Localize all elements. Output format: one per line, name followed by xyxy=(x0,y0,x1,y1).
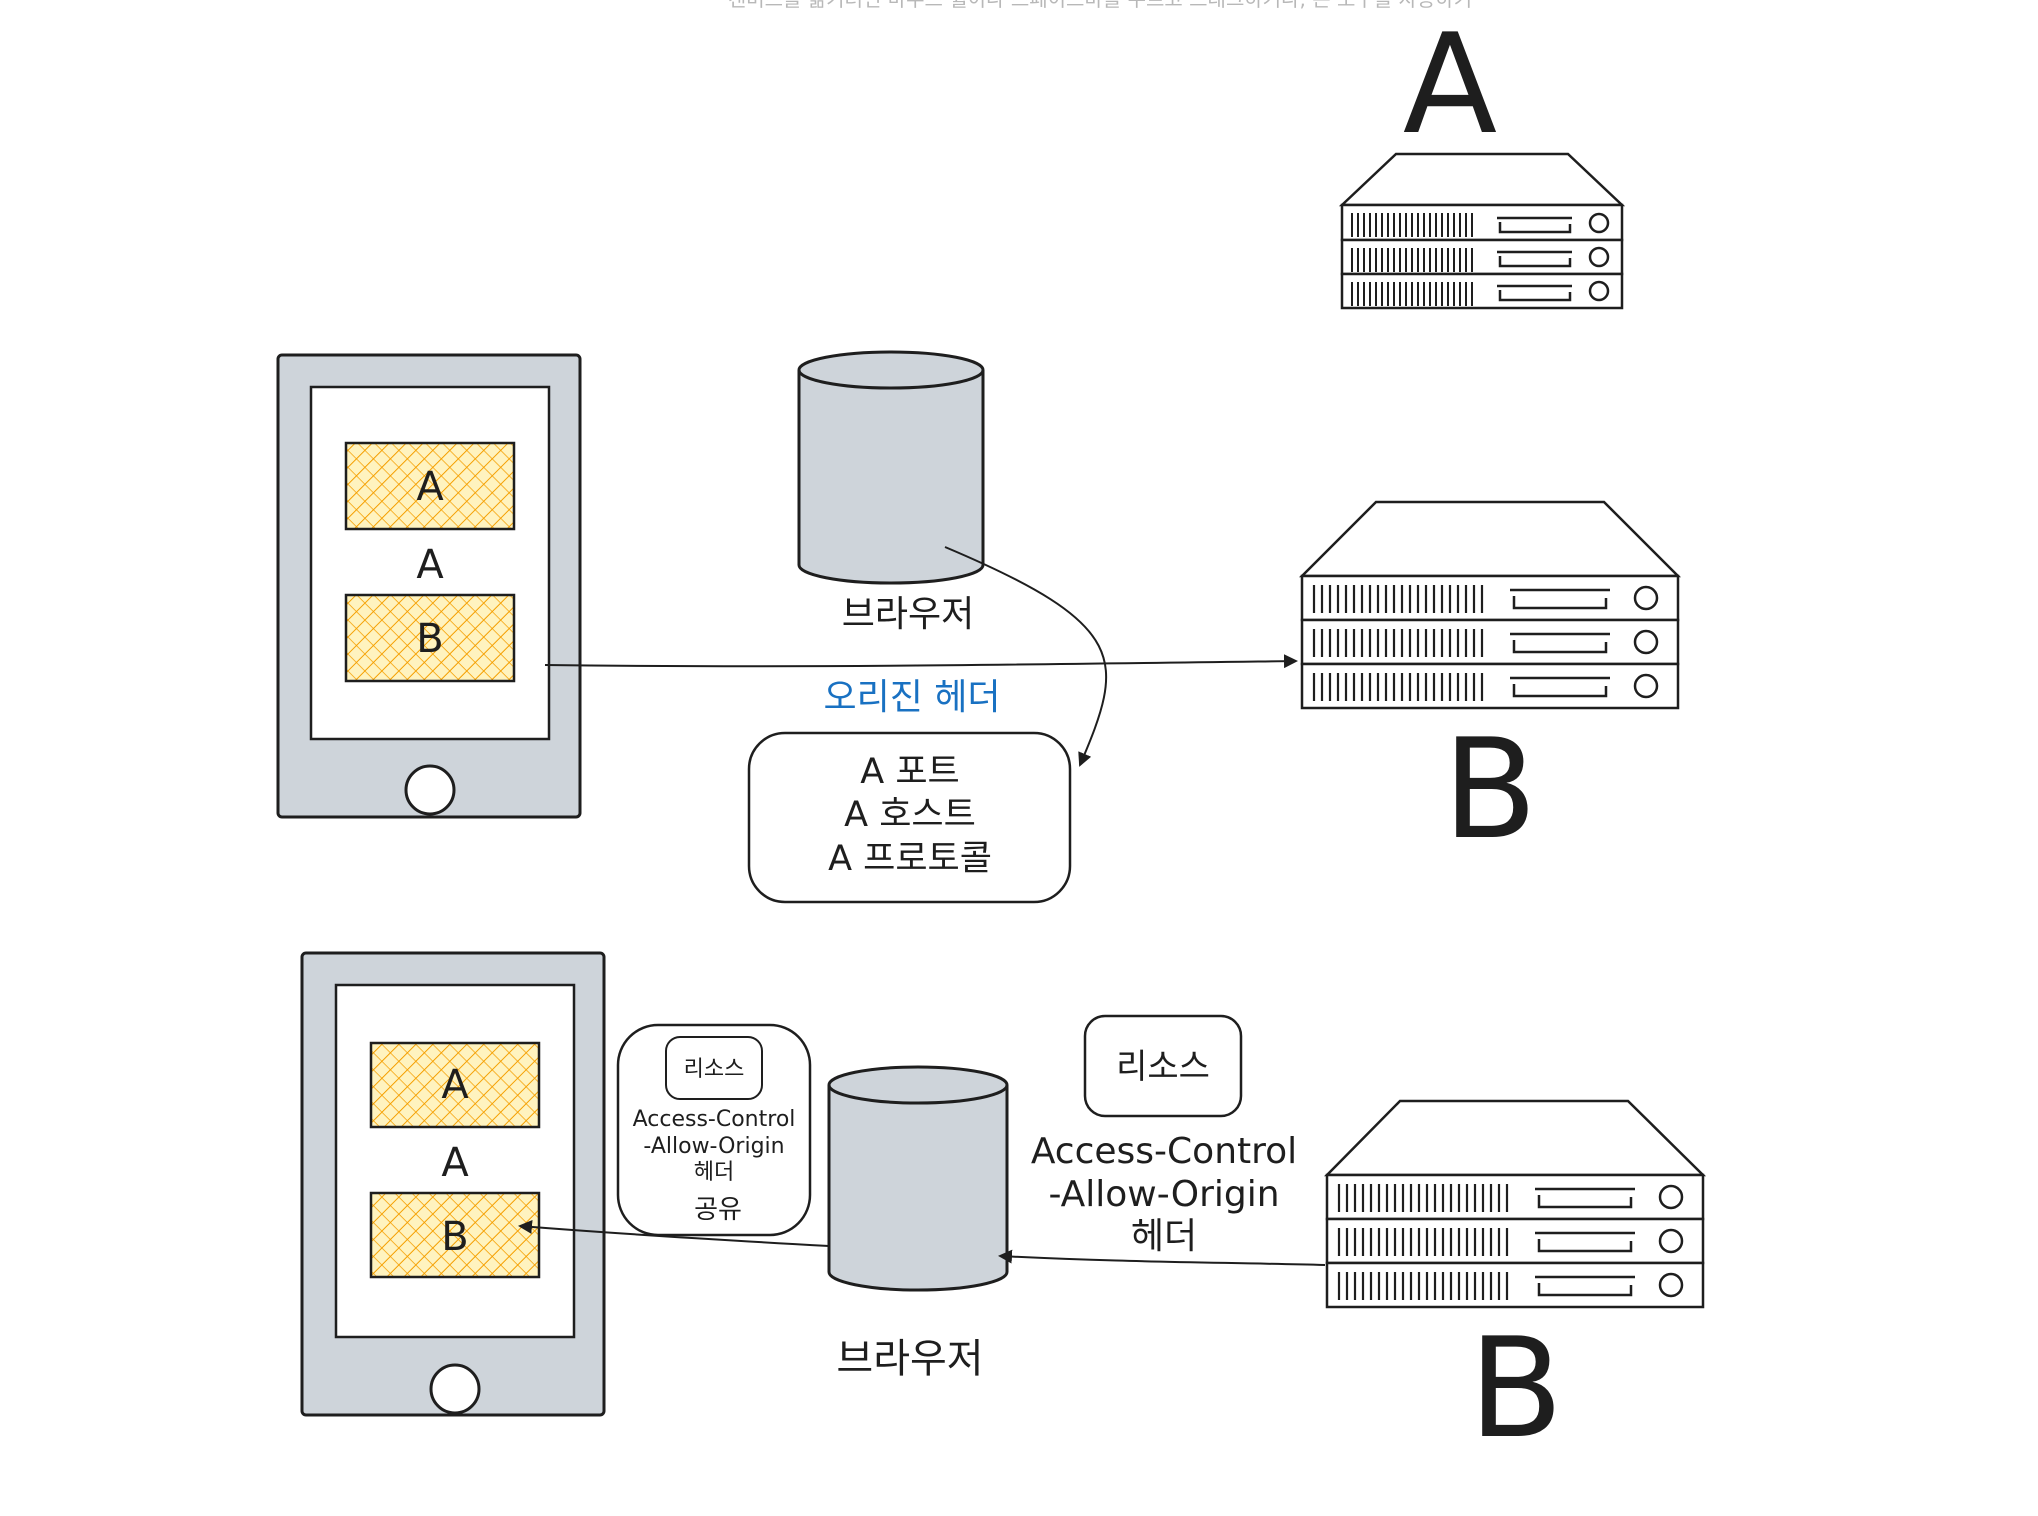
acao-header-line2: -Allow-Origin xyxy=(1048,1174,1279,1215)
resource-badge xyxy=(1083,1014,1243,1118)
acao-header-line1: Access-Control xyxy=(1031,1131,1297,1172)
bottom-phone-block-b xyxy=(369,1191,541,1279)
origin-info-box xyxy=(747,731,1072,904)
origin-protocol-text: A 프로토콜 xyxy=(828,839,992,879)
server-a-icon xyxy=(1338,152,1626,310)
share-resource-text: 리소스 xyxy=(684,1057,745,1082)
bottom-phone-block-b-label: B xyxy=(441,1214,468,1260)
top-browser-label: 브라우저 xyxy=(842,594,974,635)
origin-header-label: 오리진 헤더 xyxy=(823,677,1000,718)
top-phone-block-a xyxy=(344,441,516,531)
top-server-b-label: B xyxy=(1443,709,1538,870)
origin-host-text: A 호스트 xyxy=(844,795,976,835)
response-to-browser-arrow xyxy=(998,1249,1326,1266)
top-browser-cylinder xyxy=(797,350,985,585)
top-phone-block-b xyxy=(344,593,516,683)
top-phone-middle-label: A xyxy=(416,542,444,588)
acao-header-line3: 헤더 xyxy=(1131,1216,1197,1257)
share-acao-line1: Access-Control xyxy=(633,1107,796,1132)
top-phone: A A B xyxy=(276,353,582,819)
bottom-phone-block-a-label: A xyxy=(441,1062,469,1108)
canvas-hint-text: 캔버스를 옮기려면 마우스 휠이나 스페이스바를 누르고 드래그하거나, 손 도… xyxy=(728,0,1472,11)
bottom-phone: A A B xyxy=(300,951,606,1417)
request-arrow xyxy=(544,654,1298,669)
browser-to-origin-arrow xyxy=(944,546,1107,767)
home-button-icon xyxy=(429,1363,481,1415)
bottom-browser-label: 브라우저 xyxy=(836,1336,983,1382)
share-resource-badge xyxy=(665,1036,763,1100)
server-a-label: A xyxy=(1403,4,1497,165)
origin-port-text: A 포트 xyxy=(860,752,959,792)
share-text: 공유 xyxy=(694,1195,742,1225)
share-acao-line2: -Allow-Origin xyxy=(643,1134,784,1159)
resource-badge-text: 리소스 xyxy=(1116,1047,1210,1087)
bottom-server-b-icon xyxy=(1324,1099,1707,1309)
top-phone-block-a-label: A xyxy=(416,464,444,510)
home-button-icon xyxy=(404,764,456,816)
bottom-server-b-label: B xyxy=(1469,1308,1564,1469)
top-phone-block-b-label: B xyxy=(416,616,443,662)
bottom-phone-block-a xyxy=(369,1041,541,1129)
share-header-text: 헤더 xyxy=(694,1160,734,1185)
top-server-b-icon xyxy=(1298,500,1682,710)
bottom-phone-middle-label: A xyxy=(441,1140,469,1186)
bottom-browser-cylinder xyxy=(827,1065,1009,1292)
response-to-phone-arrow xyxy=(518,1219,830,1247)
